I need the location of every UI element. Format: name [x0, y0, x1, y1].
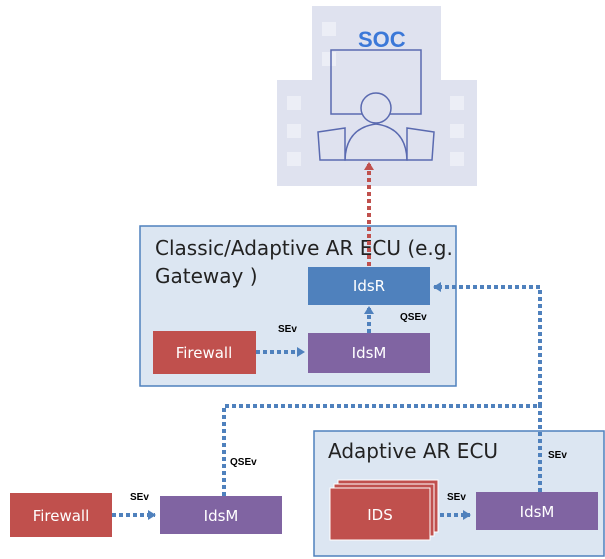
firewall-classic-label: Firewall	[176, 344, 233, 362]
idsr-node	[308, 267, 430, 305]
idsm-classic-label: IdsM	[352, 344, 387, 362]
edge-label-qsev-classic: QSEv	[400, 312, 427, 323]
classic-ecu-title-line2: Gateway )	[155, 264, 258, 288]
adaptive-ecu-title: Adaptive AR ECU	[328, 439, 498, 463]
edge-label-sev-adaptive-idsr: SEv	[548, 450, 567, 461]
firewall-external-node	[10, 493, 112, 537]
edge-label-sev-adaptive-ids: SEv	[447, 492, 466, 503]
firewall-external-label: Firewall	[33, 507, 90, 525]
idsr-label: IdsR	[353, 277, 385, 295]
edge-label-sev-classic: SEv	[278, 324, 297, 335]
ids-stack	[329, 479, 439, 541]
idsm-external-node	[160, 496, 282, 534]
classic-ecu-title-line1: Classic/Adaptive AR ECU (e.g.	[155, 236, 453, 260]
soc-label: SOC	[358, 27, 406, 52]
edge-label-sev-external: SEv	[130, 492, 149, 503]
soc-building-icon	[277, 6, 477, 186]
idsm-external-label: IdsM	[204, 507, 239, 525]
idsm-adaptive-node	[476, 492, 598, 530]
idsm-adaptive-label: IdsM	[520, 503, 555, 521]
ids-label: IDS	[367, 506, 393, 524]
firewall-classic-node	[153, 331, 256, 374]
idsm-classic-node	[308, 333, 430, 373]
edge-label-qsev-external: QSEv	[230, 457, 257, 468]
